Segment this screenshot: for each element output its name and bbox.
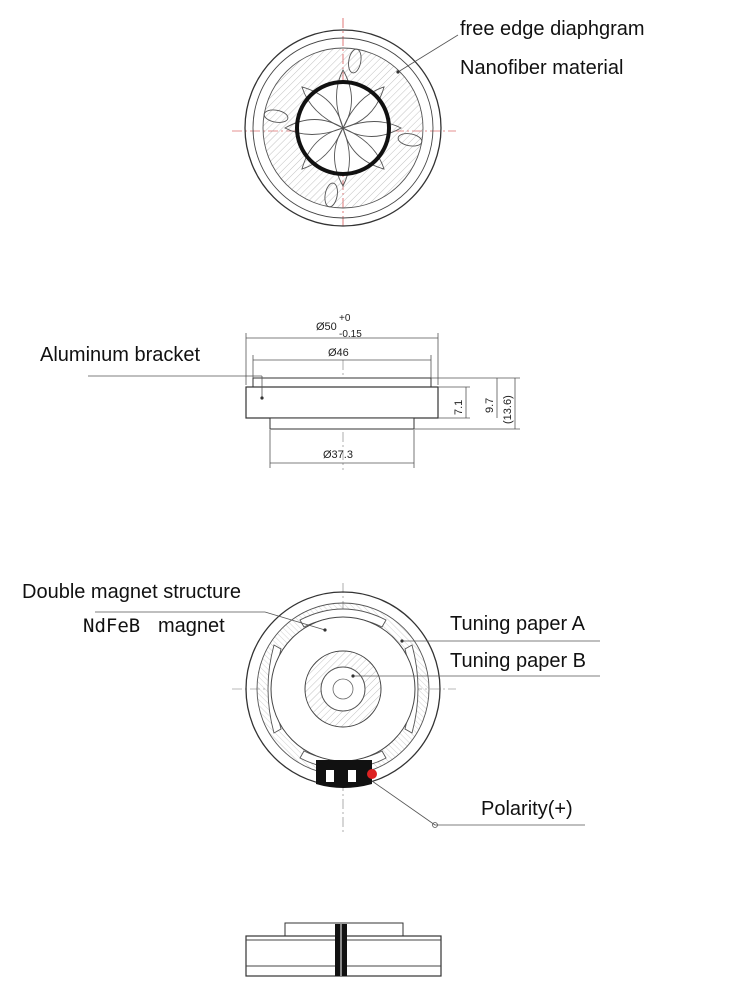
label-double-magnet: Double magnet structure	[22, 581, 241, 603]
terminal-pad-right	[348, 770, 356, 782]
side-view: Ø50 +0 -0.15 Ø46 Ø37.3 7.1 9.7 (13.6) Al…	[40, 313, 520, 470]
polarity-dot	[367, 769, 377, 779]
front-view: free edge diaphgram Nanofiber material	[232, 18, 645, 228]
bottom-side-view	[245, 922, 442, 977]
double-magnet-leader-dot	[323, 628, 327, 632]
label-ndfeb: NdFeB	[83, 615, 140, 637]
dim-50-minus: -0.15	[339, 329, 362, 340]
dim-13-6-text: (13.6)	[502, 395, 514, 424]
voice-coil-ring	[295, 80, 391, 176]
label-paper-a: Tuning paper A	[450, 613, 586, 635]
dim-9-7-text: 9.7	[484, 398, 496, 413]
center-vent	[332, 678, 354, 700]
label-paper-b: Tuning paper B	[450, 650, 586, 672]
label-magnet: magnet	[158, 615, 225, 637]
terminal-board	[316, 760, 372, 788]
center-pole	[320, 666, 366, 712]
polarity-leader-ring	[432, 822, 438, 828]
terminal-pad-left	[326, 770, 334, 782]
double-magnet-leader-d	[264, 611, 326, 631]
dim-50-plus: +0	[339, 313, 351, 324]
dim-37-text: Ø37.3	[323, 449, 353, 461]
label-diaphragm: free edge diaphgram	[460, 18, 645, 40]
aluminum-bracket-body	[245, 386, 439, 419]
paper-b-leader-dot	[351, 674, 355, 678]
outer-ring	[244, 29, 442, 227]
label-polarity: Polarity(+)	[481, 798, 573, 820]
dim-46-text: Ø46	[328, 347, 349, 359]
polarity-leader-d	[371, 780, 436, 826]
label-bracket: Aluminum bracket	[40, 344, 201, 366]
diaphragm-leader	[397, 34, 459, 73]
dim-7-1-text: 7.1	[453, 400, 465, 415]
diaphragm-leader-dot	[396, 70, 400, 74]
back-view: Double magnet structure NdFeB magnet Tun…	[22, 581, 600, 835]
dim-50-text: Ø50	[316, 321, 337, 333]
magnet-base	[269, 417, 415, 430]
label-material: Nanofiber material	[460, 57, 623, 79]
ring-2	[252, 37, 434, 219]
paper-a-leader-dot	[400, 639, 404, 643]
leaf-pattern	[263, 48, 423, 208]
bracket-leader-dot	[260, 396, 264, 400]
